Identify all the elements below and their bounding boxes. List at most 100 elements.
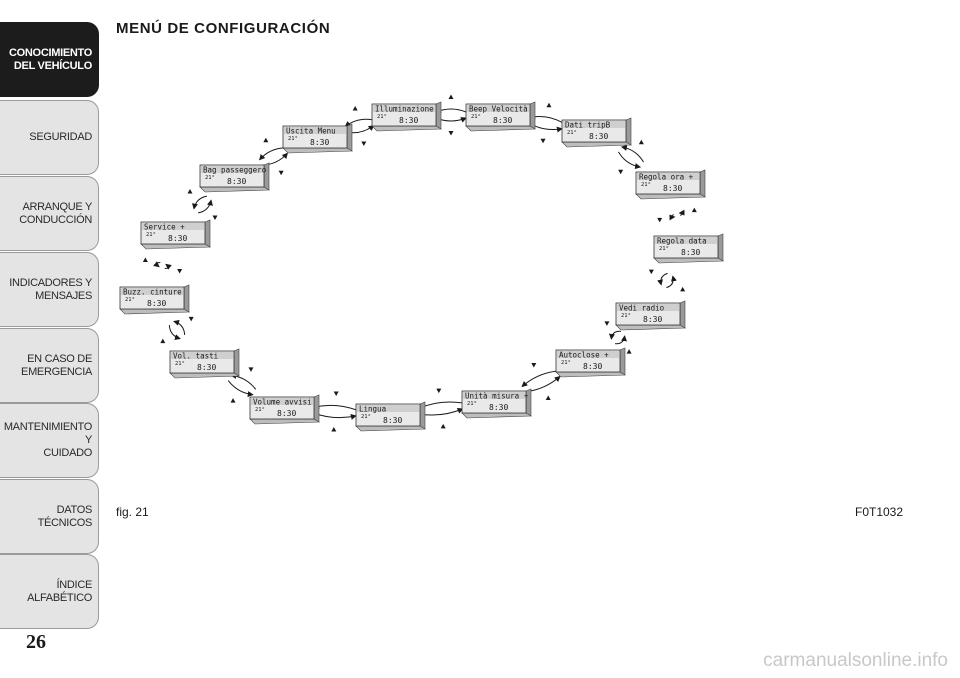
direction-marker	[531, 363, 537, 368]
temperature-readout: 21°	[561, 360, 571, 366]
direction-marker	[331, 426, 337, 432]
cycle-arrow	[168, 325, 181, 341]
direction-marker	[248, 367, 254, 372]
clock-readout: 8:30	[197, 363, 216, 372]
temperature-readout: 21°	[659, 246, 669, 252]
tab-datos-técnicos[interactable]: DATOS TÉCNICOS	[0, 479, 99, 554]
cycle-arrow	[669, 214, 676, 221]
direction-marker	[638, 139, 644, 145]
menu-screen: Regola ora +21°8:30	[635, 169, 707, 200]
direction-marker	[177, 269, 183, 274]
cycle-arrow	[262, 152, 288, 166]
menu-item-label: Dati tripB	[565, 120, 611, 129]
figure-code: F0T1032	[855, 505, 904, 519]
menu-screen: Service +21°8:30	[140, 219, 212, 250]
tab-en-caso-de-emergencia[interactable]: EN CASO DE EMERGENCIA	[0, 328, 99, 403]
cycle-arrow	[418, 401, 462, 409]
temperature-readout: 21°	[471, 114, 481, 120]
menu-screen: Unità misura +21° 8:30	[461, 388, 533, 419]
direction-marker	[657, 217, 663, 223]
tab-conocimiento-del-vehículo[interactable]: CONOCIMIENTO DEL VEHÍCULO	[0, 22, 99, 97]
tab-arranque-y-conducción[interactable]: ARRANQUE Y CONDUCCIÓN	[0, 176, 99, 251]
clock-readout: 8:30	[493, 116, 512, 125]
clock-readout: 8:30	[383, 416, 402, 425]
cycle-arrow	[614, 335, 627, 345]
cycle-arrow	[618, 151, 642, 170]
menu-screen: Autoclose +21°8:30	[555, 347, 627, 378]
direction-marker	[691, 207, 697, 213]
direction-marker	[436, 388, 442, 394]
menu-item-label: Regola ora +	[639, 172, 694, 181]
cycle-arrow	[344, 118, 373, 128]
menu-item-label: Regola data	[657, 236, 707, 245]
tab-indicadores-y-mensajes[interactable]: INDICADORES Y MENSAJES	[0, 252, 99, 327]
direction-marker	[604, 321, 610, 326]
temperature-readout: 21°	[288, 136, 298, 142]
cycle-arrow	[313, 403, 357, 411]
clock-readout: 8:30	[227, 177, 246, 186]
watermark: carmanualsonline.info	[763, 650, 948, 671]
menu-item-label: Unità misura +	[465, 391, 529, 400]
menu-item-label: Uscita Menu	[286, 126, 336, 135]
cycle-arrow	[666, 275, 677, 289]
direction-marker	[618, 169, 624, 175]
cycle-arrow	[192, 195, 207, 210]
clock-readout: 8:30	[399, 116, 418, 125]
clock-readout: 8:30	[147, 299, 166, 308]
menu-item-label: Buzz. cinture	[123, 287, 182, 296]
direction-marker	[540, 138, 546, 144]
direction-marker	[545, 395, 551, 400]
direction-marker	[263, 137, 269, 143]
temperature-readout: 21°	[377, 114, 387, 120]
cycle-arrow	[259, 147, 285, 161]
direction-marker	[333, 391, 339, 397]
tab-índice-alfabético[interactable]: ÍNDICE ALFABÉTICO	[0, 554, 99, 629]
direction-marker	[212, 215, 218, 220]
figure-label: fig. 21	[116, 505, 149, 519]
tab-seguridad[interactable]: SEGURIDAD	[0, 100, 99, 175]
cycle-arrow	[657, 272, 668, 286]
direction-marker	[546, 102, 552, 108]
direction-marker	[142, 257, 148, 262]
temperature-readout: 21°	[621, 313, 631, 319]
cycle-arrow	[164, 263, 172, 270]
temperature-readout: 21°	[467, 401, 477, 407]
temperature-readout: 21°	[641, 182, 651, 188]
direction-marker	[448, 94, 454, 99]
direction-marker	[361, 141, 367, 146]
menu-item-label: Lingua	[359, 404, 386, 413]
menu-item-label: Vol. tasti	[173, 351, 218, 360]
clock-readout: 8:30	[643, 315, 662, 324]
direction-marker	[187, 189, 193, 194]
menu-item-label: Vedi radio	[619, 303, 665, 312]
temperature-readout: 21°	[361, 414, 371, 420]
direction-marker	[278, 170, 284, 176]
direction-marker	[352, 106, 358, 111]
direction-marker	[448, 131, 454, 136]
temperature-readout: 21°	[255, 407, 265, 413]
cycle-arrow	[198, 199, 213, 214]
direction-marker	[626, 349, 632, 354]
direction-marker	[188, 316, 194, 322]
page-number: 26	[26, 631, 46, 653]
direction-marker	[648, 269, 654, 275]
clock-readout: 8:30	[310, 138, 329, 147]
cycle-arrow	[609, 330, 622, 340]
direction-marker	[230, 398, 236, 403]
tab-mantenimiento-y-cuidado[interactable]: MANTENIMIENTO Y CUIDADO	[0, 403, 99, 478]
menu-item-label: Autoclose +	[559, 350, 609, 359]
menu-item-label: Service +	[144, 222, 185, 231]
clock-readout: 8:30	[489, 403, 508, 412]
clock-readout: 8:30	[589, 132, 608, 141]
direction-marker	[160, 338, 166, 344]
cycle-arrow	[227, 380, 254, 398]
cycle-arrow	[153, 261, 161, 268]
